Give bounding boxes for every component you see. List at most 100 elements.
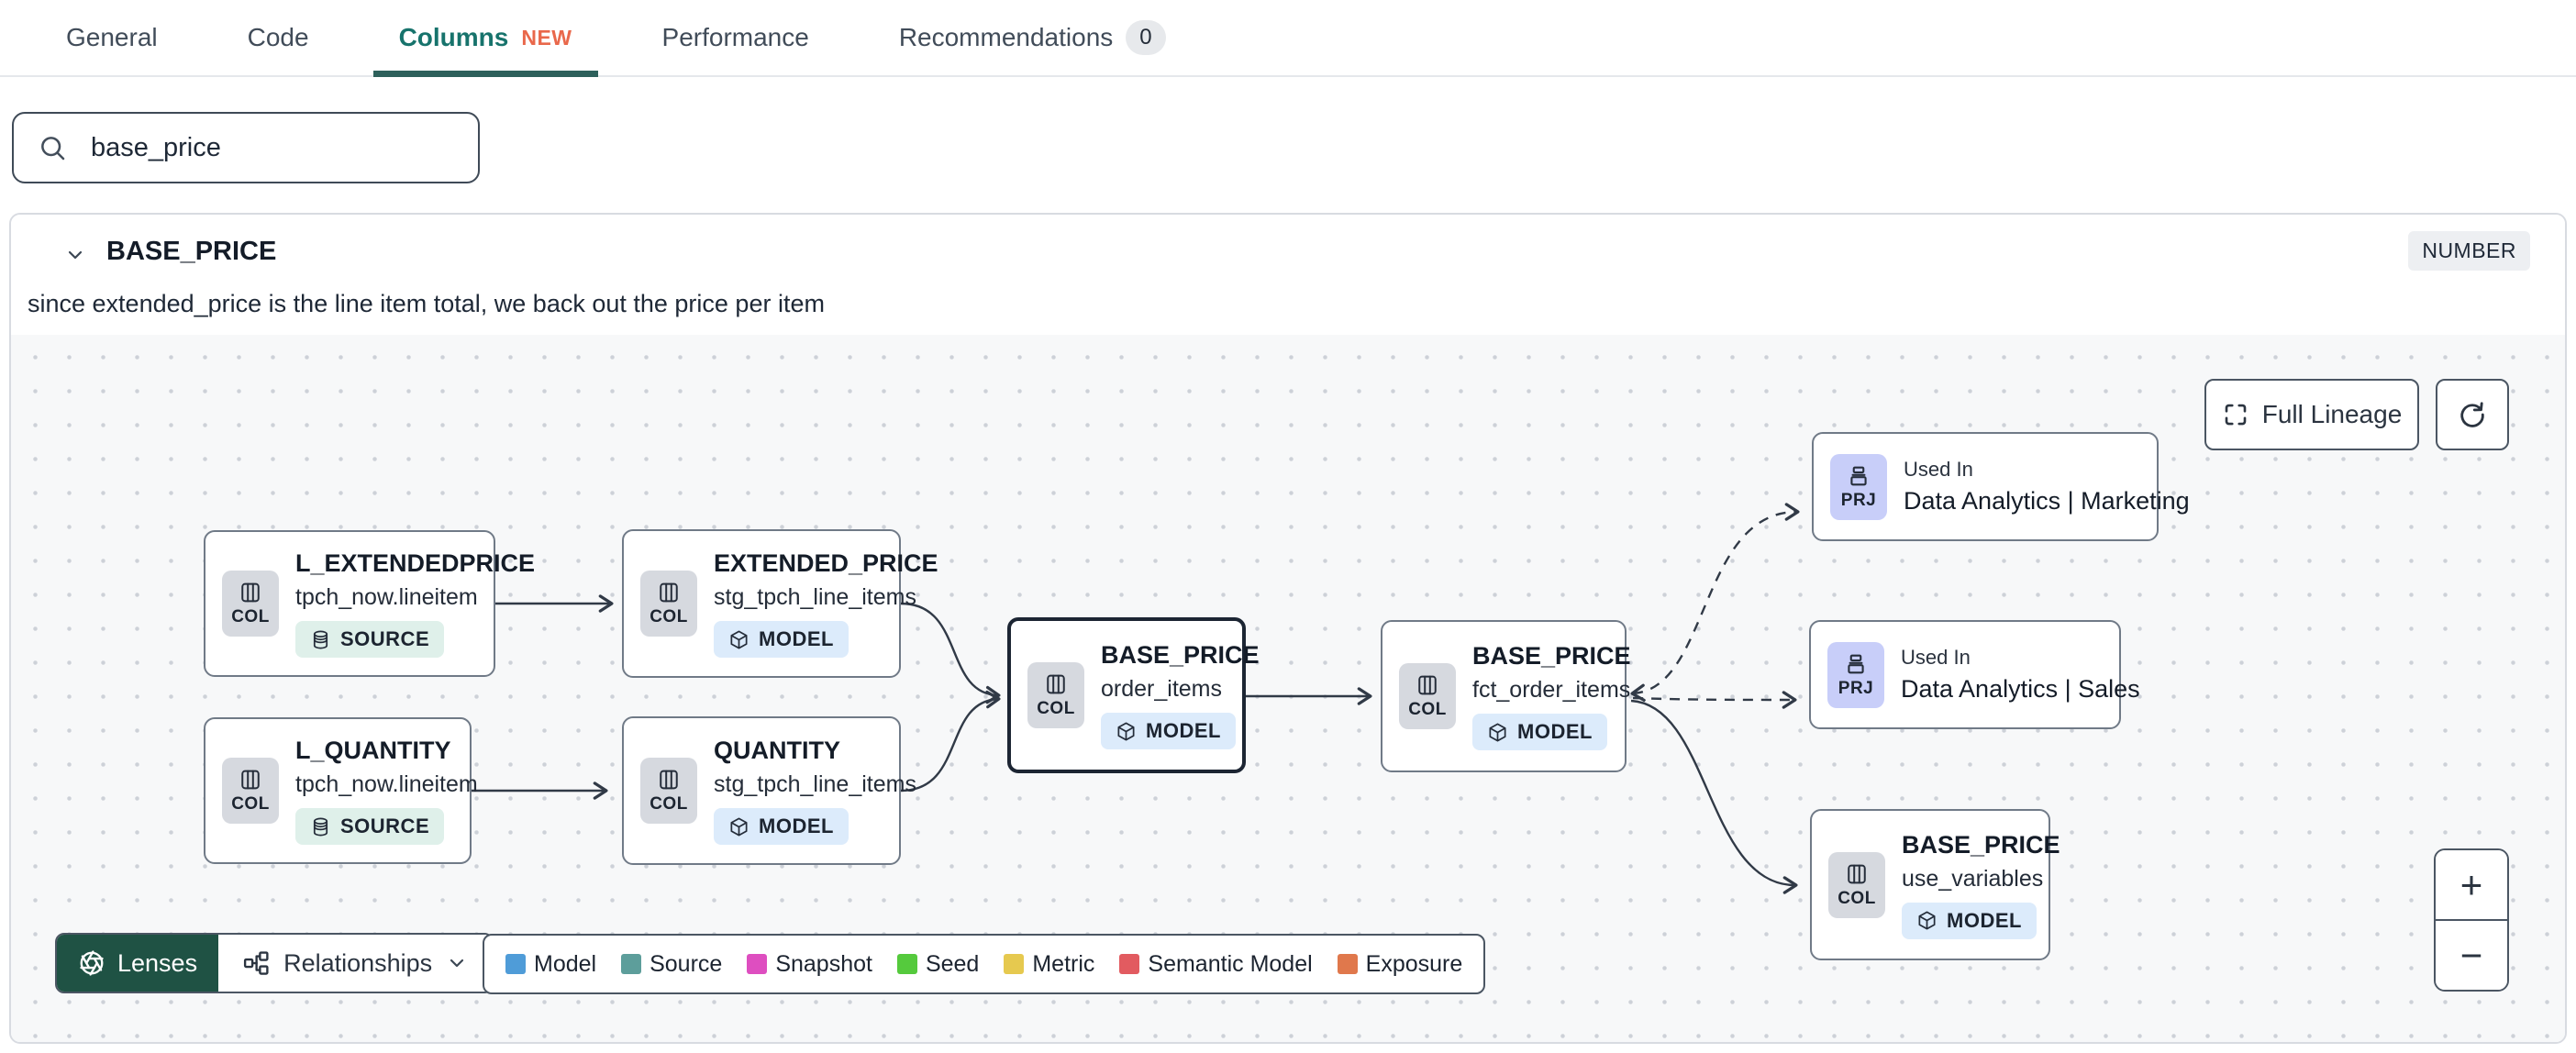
lineage-edges (472, 503, 1800, 894)
project-tile: PRJ (1827, 641, 1884, 708)
lenses-control: Lenses Relationships (55, 933, 494, 993)
node-subtitle: tpch_now.lineitem (295, 771, 478, 797)
legend-item: Exposure (1337, 951, 1462, 978)
tab-code[interactable]: Code (222, 0, 335, 75)
project-icon (1843, 651, 1869, 677)
source-badge: SOURCE (295, 621, 445, 658)
column-type-badge: NUMBER (2408, 231, 2530, 271)
node-title: EXTENDED_PRICE (714, 549, 938, 577)
legend-swatch (747, 954, 768, 974)
tab-columns[interactable]: Columns NEW (372, 0, 598, 77)
lineage-canvas[interactable]: COL L_EXTENDEDPRICE tpch_now.lineitem SO… (11, 335, 2565, 1042)
used-in-label: Used In (1901, 646, 1971, 669)
columns-icon (1415, 672, 1440, 698)
node-title: Data Analytics | Sales (1901, 675, 2140, 703)
node-title: L_QUANTITY (295, 737, 451, 764)
node-subtitle: use_variables (1902, 865, 2044, 892)
node-subtitle: fct_order_items (1472, 677, 1631, 703)
relationships-dropdown[interactable]: Relationships (218, 935, 493, 992)
legend-swatch (1004, 954, 1025, 974)
lineage-node-l-extendedprice[interactable]: COL L_EXTENDEDPRICE tpch_now.lineitem SO… (204, 530, 535, 677)
node-subtitle: order_items (1101, 676, 1222, 702)
detail-tabbar: General Code Columns NEW Performance Rec… (0, 0, 2576, 77)
model-badge: MODEL (714, 808, 849, 845)
node-title: BASE_PRICE (1101, 641, 1260, 669)
cube-icon (1487, 722, 1508, 743)
model-badge: MODEL (1101, 713, 1236, 749)
lineage-node-base-price-use-variables[interactable]: COL BASE_PRICE use_variables MODEL (1810, 809, 2060, 960)
chevron-down-icon (64, 244, 86, 266)
legend-item: Model (505, 951, 596, 978)
node-type-legend: Model Source Snapshot Seed Metric Semant… (483, 934, 1486, 994)
cube-icon (728, 629, 749, 650)
zoom-out-button[interactable]: − (2436, 919, 2507, 990)
column-panel-header: BASE_PRICE NUMBER since extended_price i… (11, 215, 2565, 335)
legend-item: Source (621, 951, 722, 978)
lineage-node-extended-price[interactable]: COL EXTENDED_PRICE stg_tpch_line_items M… (622, 529, 938, 678)
columns-icon (656, 767, 682, 793)
tab-recommendations[interactable]: Recommendations 0 (873, 0, 1192, 75)
model-badge: MODEL (714, 621, 849, 658)
node-title: BASE_PRICE (1472, 642, 1631, 670)
project-icon (1846, 463, 1871, 489)
column-tile: COL (1399, 663, 1456, 729)
cube-icon (1916, 910, 1938, 931)
columns-icon (238, 767, 263, 793)
column-tile: COL (222, 571, 279, 637)
cube-icon (1116, 721, 1137, 742)
refresh-icon (2457, 399, 2488, 430)
relationships-icon (242, 949, 270, 977)
model-badge: MODEL (1472, 714, 1607, 750)
legend-swatch (1337, 954, 1358, 974)
columns-icon (1043, 671, 1069, 697)
lineage-node-used-in-marketing[interactable]: PRJ Used In Data Analytics | Marketing (1812, 432, 2190, 541)
tab-label: Performance (661, 23, 809, 51)
tab-general[interactable]: General (40, 0, 183, 75)
column-tile: COL (640, 758, 697, 824)
tab-label: Columns (398, 23, 509, 51)
database-icon (310, 816, 331, 837)
node-subtitle: tpch_now.lineitem (295, 584, 478, 610)
legend-item: Snapshot (747, 951, 872, 978)
column-tile: COL (222, 758, 279, 824)
column-search (12, 112, 480, 183)
columns-icon (1844, 861, 1870, 887)
tab-label: Recommendations (898, 23, 1114, 51)
model-badge: MODEL (1902, 902, 2037, 939)
chevron-down-icon (446, 952, 468, 974)
tab-performance[interactable]: Performance (637, 0, 835, 75)
zoom-in-button[interactable]: + (2436, 850, 2507, 919)
lineage-node-used-in-sales[interactable]: PRJ Used In Data Analytics | Sales (1809, 620, 2140, 729)
lineage-node-base-price-order-items[interactable]: COL BASE_PRICE order_items MODEL (1007, 617, 1260, 773)
database-icon (310, 629, 331, 650)
aperture-icon (78, 949, 105, 977)
refresh-button[interactable] (2436, 379, 2509, 450)
node-title: Data Analytics | Marketing (1904, 487, 2190, 515)
node-subtitle: stg_tpch_line_items (714, 584, 916, 610)
column-tile: COL (1828, 851, 1885, 918)
recommendations-count-badge: 0 (1126, 20, 1166, 55)
columns-icon (656, 580, 682, 605)
column-panel: BASE_PRICE NUMBER since extended_price i… (9, 213, 2567, 1044)
lenses-button[interactable]: Lenses (57, 935, 219, 992)
zoom-controls: + − (2434, 848, 2509, 992)
node-title: QUANTITY (714, 737, 840, 764)
legend-item: Metric (1004, 951, 1094, 978)
lineage-node-quantity[interactable]: COL QUANTITY stg_tpch_line_items MODEL (622, 716, 916, 865)
lineage-node-base-price-fct-order-items[interactable]: COL BASE_PRICE fct_order_items MODEL (1381, 620, 1631, 772)
collapse-toggle[interactable] (59, 238, 92, 272)
legend-item: Seed (896, 951, 979, 978)
column-name: BASE_PRICE (106, 237, 277, 266)
project-tile: PRJ (1830, 453, 1887, 520)
source-badge: SOURCE (295, 808, 445, 845)
node-title: L_EXTENDEDPRICE (295, 549, 536, 577)
column-description: since extended_price is the line item to… (28, 290, 825, 317)
new-badge: NEW (521, 25, 572, 50)
search-input[interactable] (12, 112, 480, 183)
full-lineage-button[interactable]: Full Lineage (2204, 379, 2419, 450)
expand-icon (2222, 401, 2249, 428)
node-subtitle: stg_tpch_line_items (714, 771, 916, 797)
columns-icon (238, 580, 263, 605)
lineage-node-l-quantity[interactable]: COL L_QUANTITY tpch_now.lineitem SOURCE (204, 717, 478, 864)
cube-icon (728, 816, 749, 837)
